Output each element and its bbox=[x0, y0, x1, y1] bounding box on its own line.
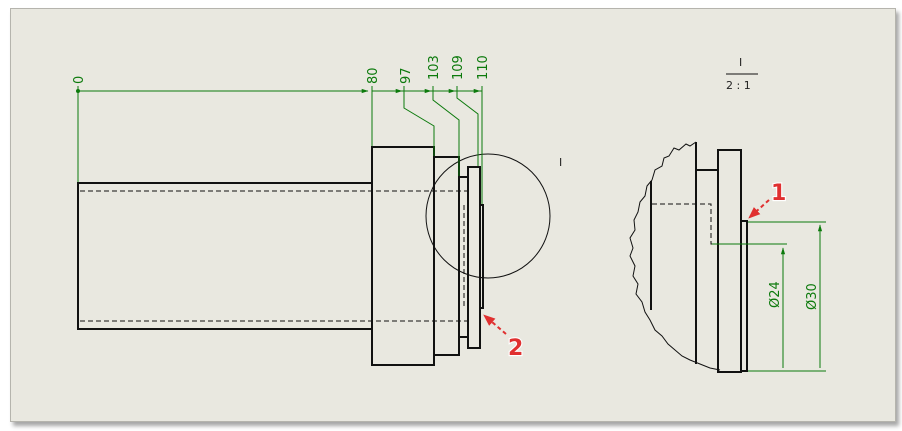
detail-view-scale: 2 : 1 bbox=[726, 79, 751, 92]
dim-label-97: 97 bbox=[399, 67, 414, 84]
callout-2-arrow bbox=[483, 314, 507, 335]
callout-2-label: 2 bbox=[508, 336, 523, 361]
detail-circle[interactable] bbox=[425, 153, 551, 279]
detail-view-letter: I bbox=[739, 56, 742, 69]
ext-line-97 bbox=[403, 86, 435, 156]
collar bbox=[371, 146, 435, 366]
detail-flange bbox=[717, 149, 742, 373]
detail-view[interactable]: I 2 : 1 Ø24 Ø30 bbox=[629, 56, 826, 373]
dimensions[interactable]: 0 80 97 103 109 110 bbox=[72, 55, 491, 204]
detail-lip bbox=[740, 220, 748, 372]
origin-dot bbox=[76, 89, 80, 93]
dim-label-dia30: Ø30 bbox=[805, 283, 820, 310]
lip bbox=[479, 204, 484, 309]
dim-label-0: 0 bbox=[72, 76, 87, 84]
break-boundary bbox=[629, 141, 721, 371]
ext-line-109 bbox=[456, 86, 479, 166]
step-1 bbox=[433, 156, 460, 356]
dim-label-110: 110 bbox=[476, 55, 491, 80]
dim-label-103: 103 bbox=[427, 55, 442, 80]
dim-label-80: 80 bbox=[366, 67, 381, 84]
ext-line-103 bbox=[432, 86, 460, 176]
callout-1-label: 1 bbox=[771, 181, 786, 206]
main-view[interactable]: I bbox=[77, 146, 562, 366]
callouts[interactable]: 1 2 bbox=[483, 180, 787, 362]
detail-circle-label: I bbox=[559, 156, 562, 169]
dim-label-dia24: Ø24 bbox=[768, 281, 783, 308]
flange bbox=[467, 166, 481, 349]
callout-1-arrow bbox=[748, 199, 770, 219]
shaft-outline bbox=[77, 182, 372, 330]
dim-label-109: 109 bbox=[451, 55, 466, 80]
